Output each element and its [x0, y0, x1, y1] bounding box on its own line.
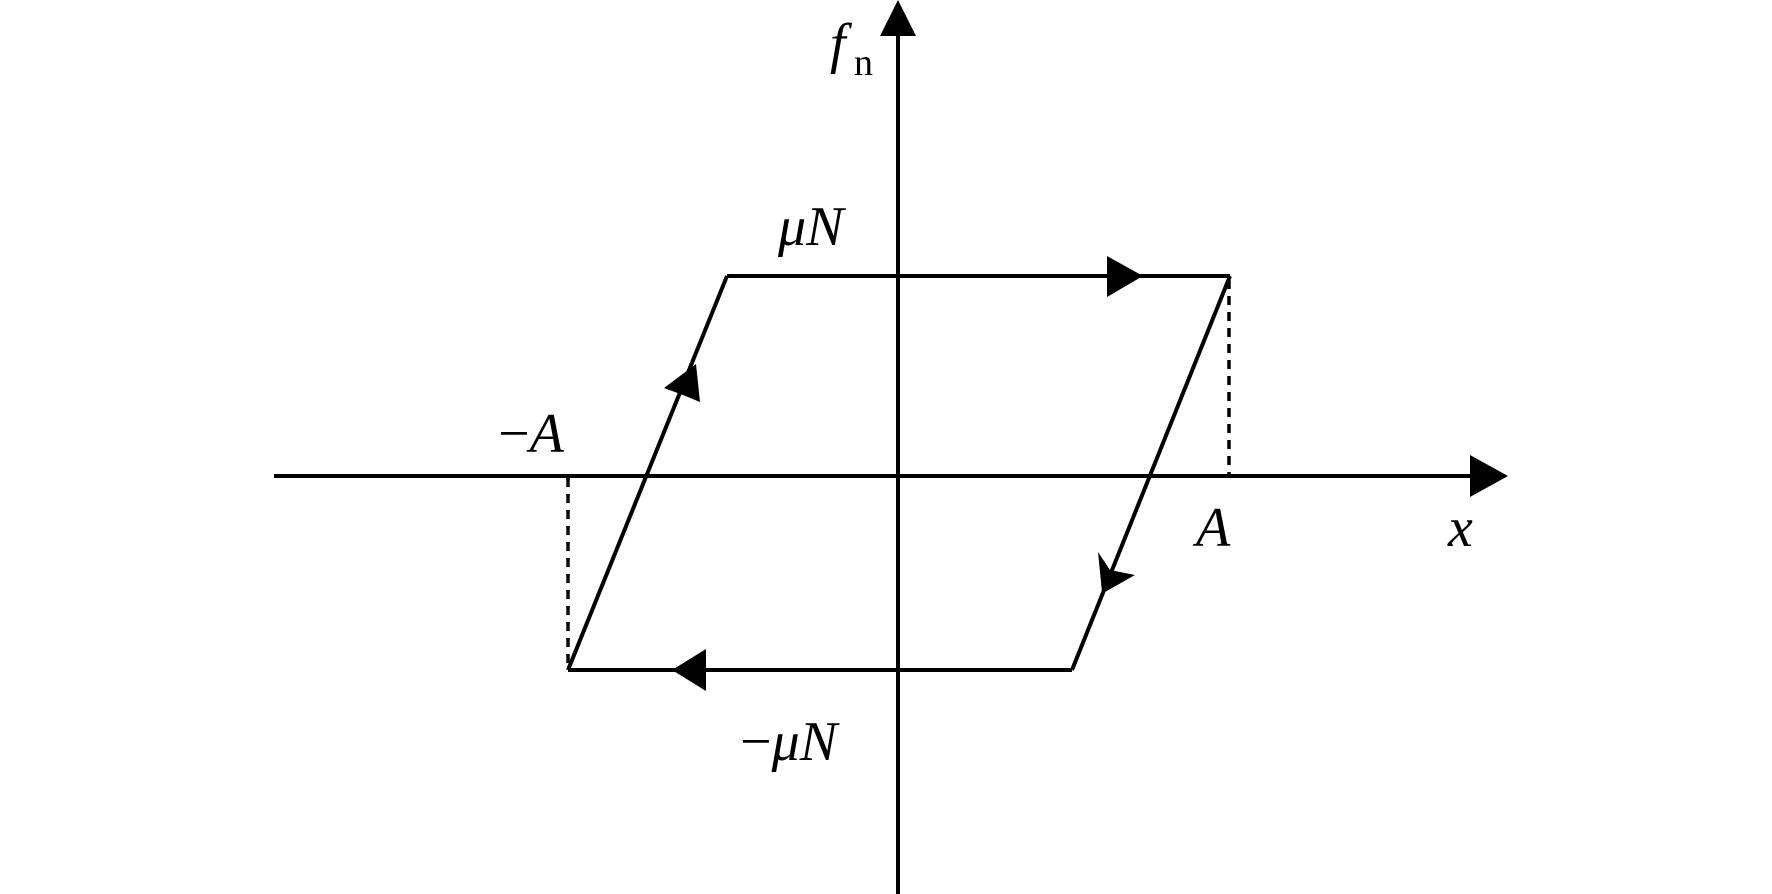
right-amplitude-label: A	[1192, 497, 1231, 559]
y-axis-label-subscript: n	[854, 42, 873, 84]
loop-left-edge	[566, 275, 729, 671]
lower-level-sign: −	[740, 711, 772, 773]
arrow-bottom-left	[672, 649, 706, 691]
arrow-left-up	[664, 364, 700, 402]
lower-level-var: N	[799, 711, 840, 773]
left-amplitude-var: A	[526, 403, 565, 465]
upper-level-label: μN	[777, 196, 846, 258]
arrow-top-right	[1107, 256, 1143, 297]
upper-level-coef: μ	[777, 196, 806, 258]
left-amplitude-sign: −	[498, 403, 530, 465]
loop-right-edge	[1070, 275, 1232, 671]
y-axis-label: f	[830, 13, 853, 75]
x-axis-label: x	[1447, 497, 1473, 559]
y-axis-arrowhead	[880, 0, 916, 36]
x-axis-arrowhead	[1470, 455, 1508, 497]
left-amplitude-label: −A	[498, 403, 565, 465]
lower-level-coef: μ	[771, 711, 800, 773]
arrow-right-down	[1098, 552, 1135, 592]
y-axis-label-main: f	[830, 13, 853, 75]
lower-level-label: −μN	[740, 711, 840, 773]
upper-level-var: N	[805, 196, 846, 258]
